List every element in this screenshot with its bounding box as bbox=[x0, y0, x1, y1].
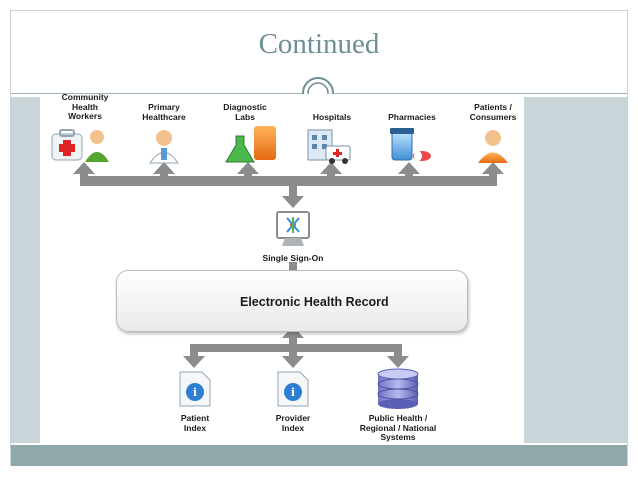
source-label-pharmacies: Pharmacies bbox=[388, 112, 436, 122]
source-label-hospitals: Hospitals bbox=[312, 112, 352, 122]
source-label-patients-consumers: Patients / Consumers bbox=[469, 102, 517, 122]
computer-monitor-icon bbox=[276, 211, 310, 246]
sso-label: Single Sign-On bbox=[262, 253, 324, 263]
patient-person-icon bbox=[478, 130, 508, 163]
doctor-icon bbox=[149, 130, 179, 164]
registry-label-patient-index: Patient Index bbox=[180, 413, 210, 433]
lab-flask-icon bbox=[225, 126, 276, 163]
pill-bottle-icon bbox=[390, 128, 431, 161]
registry-label-provider-index: Provider Index bbox=[275, 413, 311, 433]
registry-label-public-health: Public Health / Regional / National Syst… bbox=[359, 413, 437, 442]
info-document-icon: i bbox=[179, 371, 211, 407]
slide-title: Continued bbox=[258, 28, 380, 60]
ehr-diagram: i i Community Health Workers Primary Hea… bbox=[40, 90, 524, 442]
svg-text:i: i bbox=[291, 386, 295, 399]
info-document-icon: i bbox=[277, 371, 309, 407]
community-health-workers-icon bbox=[51, 129, 109, 162]
svg-text:i: i bbox=[193, 386, 197, 399]
source-label-primary-healthcare: Primary Healthcare bbox=[142, 102, 186, 122]
divider-ornament-icon bbox=[302, 77, 334, 104]
ehr-title: Electronic Health Record bbox=[240, 295, 389, 309]
source-label-diagnostic-labs: Diagnostic Labs bbox=[223, 102, 267, 122]
hospital-ambulance-icon bbox=[307, 129, 351, 164]
source-arrows bbox=[73, 162, 504, 368]
left-panel bbox=[11, 97, 40, 443]
footer-band bbox=[11, 445, 627, 466]
ehr-box bbox=[116, 270, 468, 332]
database-stack-icon bbox=[377, 368, 419, 409]
source-label-community-health-workers: Community Health Workers bbox=[61, 92, 109, 121]
right-panel bbox=[524, 97, 627, 443]
diagram-graphics: i i bbox=[51, 126, 508, 409]
